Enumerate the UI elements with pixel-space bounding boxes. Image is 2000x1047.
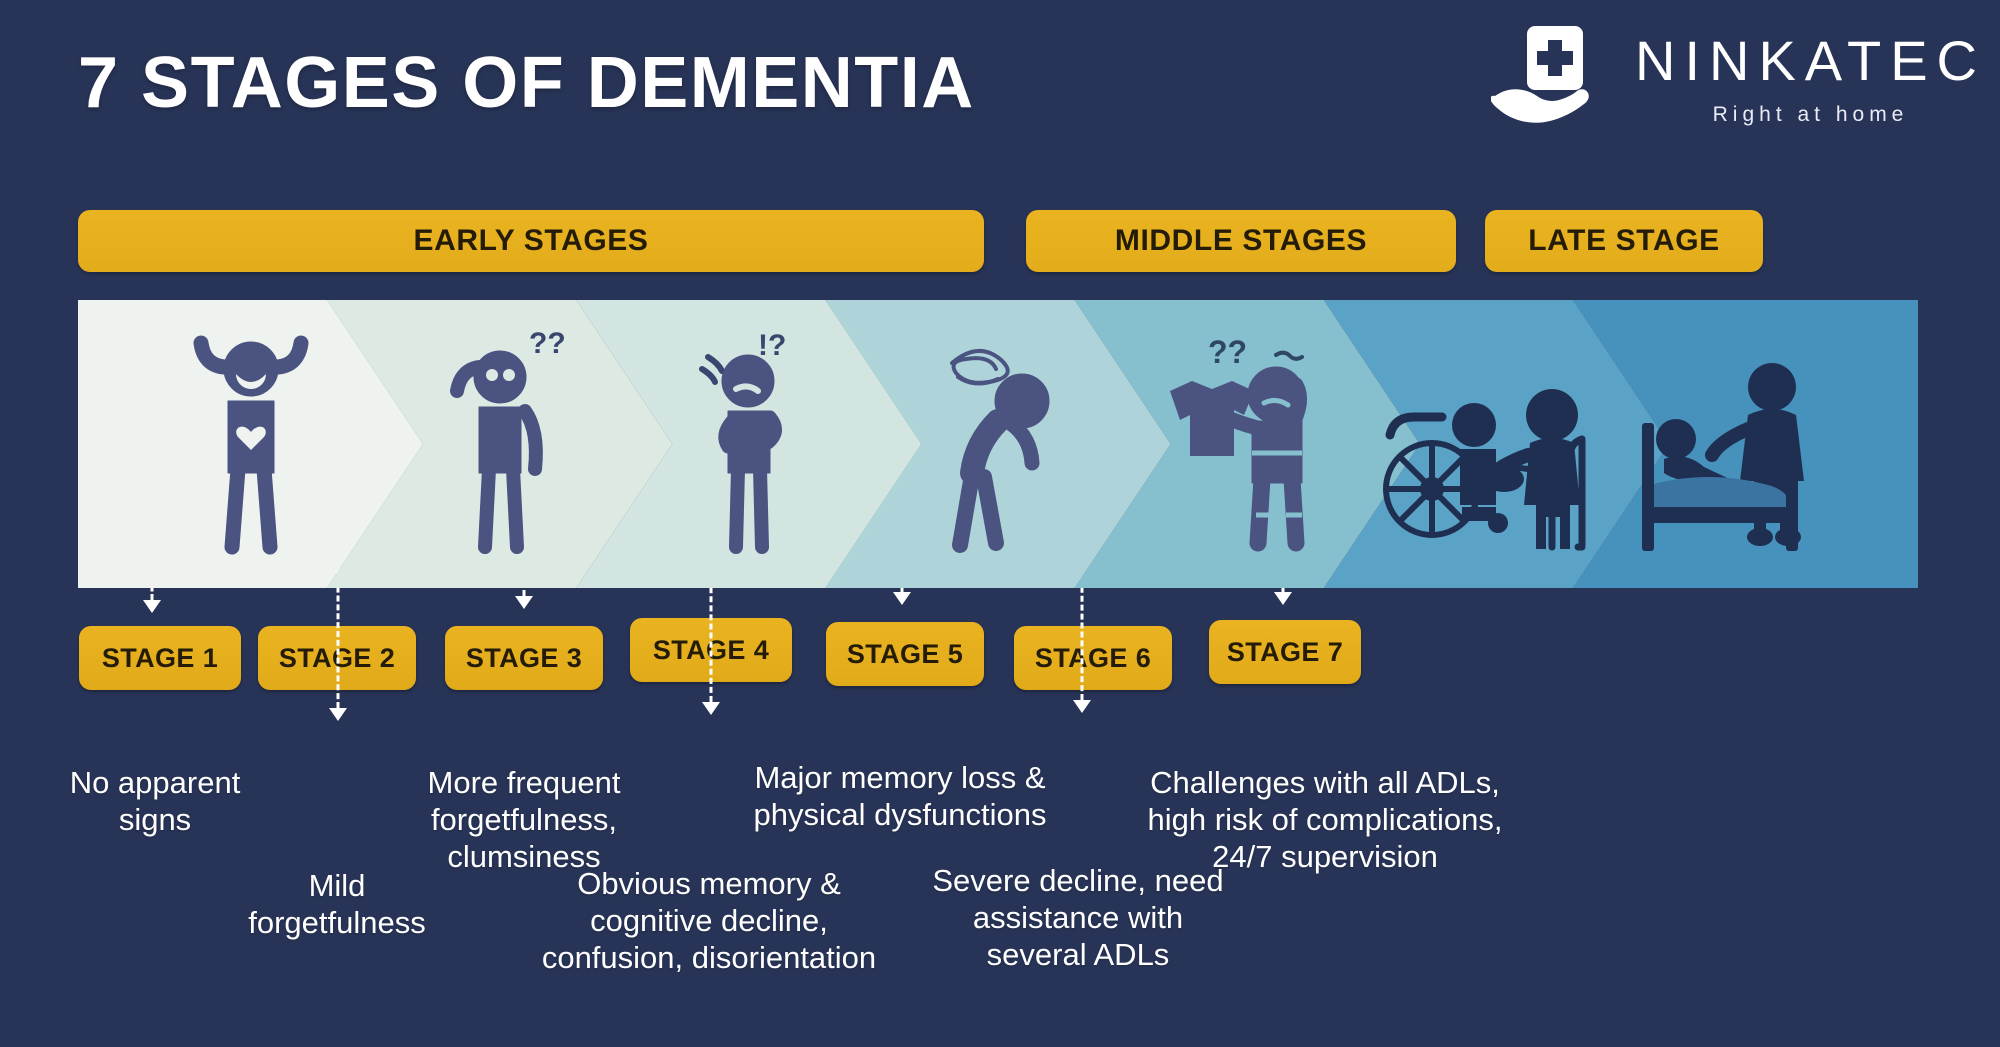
group-banner-middle-stages[interactable]: MIDDLE STAGES [1026,210,1456,272]
hand-holding-medical-cross-icon [1490,22,1617,134]
brand-logo: NINKATEC Right at home [1490,22,1986,134]
page-title: 7 STAGES OF DEMENTIA [78,43,975,123]
stage-description-2: Mild forgetfulness [248,868,426,940]
stage-description-4: Obvious memory & cognitive decline, conf… [541,866,877,975]
stage-pill-3[interactable]: STAGE 3 [445,626,603,690]
stage-description-6: Severe decline, need assistance with sev… [932,863,1224,972]
stage-description-3: More frequent forgetfulness, clumsiness [427,765,621,874]
stage-progression-band: ?? !? [78,300,1918,588]
stage-pill-6[interactable]: STAGE 6 [1014,626,1172,690]
stage-description-5: Major memory loss & physical dysfunction… [753,760,1047,832]
stage-description-7: Challenges with all ADLs, high risk of c… [1147,765,1503,874]
connector-arrow-stage-6 [1062,560,1102,714]
group-banner-late-stage[interactable]: LATE STAGE [1485,210,1763,272]
connector-arrow-stage-4 [691,560,731,716]
group-banner-early-stages[interactable]: EARLY STAGES [78,210,984,272]
stage-pill-7[interactable]: STAGE 7 [1209,620,1361,684]
stage-pill-5[interactable]: STAGE 5 [826,622,984,686]
stage-pill-1[interactable]: STAGE 1 [79,626,241,690]
logo-tagline: Right at home [1712,103,1909,126]
stage-description-1: No apparent signs [69,765,241,837]
logo-name: NINKATEC [1635,29,1986,92]
connector-arrow-stage-2 [318,560,358,722]
